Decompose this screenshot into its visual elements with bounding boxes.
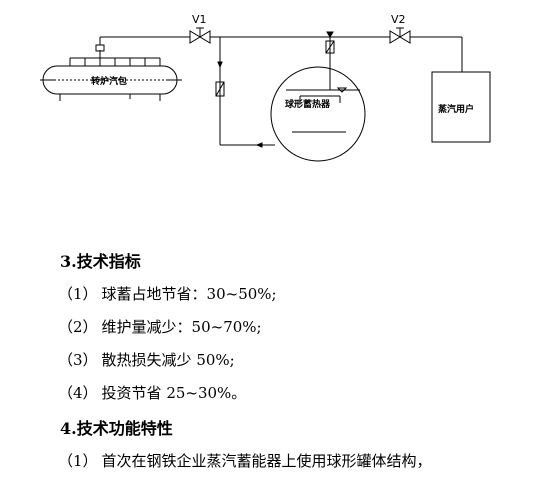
boiler-drum-label: 转炉汽包 (91, 75, 127, 87)
item-number: （3） (58, 351, 98, 369)
steam-user-box (431, 71, 491, 143)
section-3-item-1: （1）球蓄占地节省：30~50%; (58, 283, 277, 304)
boiler-drum (40, 40, 182, 101)
item-text: 首次在钢铁企业蒸汽蓄能器上使用球形罐体结构， (101, 452, 432, 470)
section-4-item-1: （1）首次在钢铁企业蒸汽蓄能器上使用球形罐体结构， (58, 450, 432, 471)
section-4-heading: 4.技术功能特性 (60, 419, 173, 438)
section-3-heading: 3.技术指标 (60, 252, 141, 271)
item-text: 投资节省 25~30%。 (101, 384, 247, 402)
item-number: （1） (58, 452, 98, 470)
item-text: 球蓄占地节省：30~50%; (101, 285, 277, 303)
section-3-item-2: （2）维护量减少：50~70%; (58, 316, 262, 337)
item-number: （2） (58, 318, 98, 336)
valve-v2-label: V2 (391, 13, 406, 26)
item-text: 维护量减少：50~70%; (101, 318, 262, 336)
valve-v1 (189, 27, 211, 44)
check-valve-top (325, 40, 335, 54)
valve-v2 (389, 27, 411, 44)
item-number: （1） (58, 285, 98, 303)
accumulator-label: 球形蓄热器 (285, 98, 331, 110)
section-3-item-3: （3）散热损失减少 50%; (58, 349, 235, 370)
process-flow-diagram: V1 V2 转炉汽包 球形蓄热器 蒸汽用户 (40, 13, 491, 162)
steam-user-label: 蒸汽用户 (438, 103, 474, 115)
item-number: （4） (58, 384, 98, 402)
section-3-item-4: （4）投资节省 25~30%。 (58, 382, 246, 403)
check-valve-left (215, 81, 225, 97)
valve-v1-label: V1 (192, 13, 207, 26)
spherical-accumulator (270, 66, 366, 162)
item-text: 散热损失减少 50%; (101, 351, 235, 369)
